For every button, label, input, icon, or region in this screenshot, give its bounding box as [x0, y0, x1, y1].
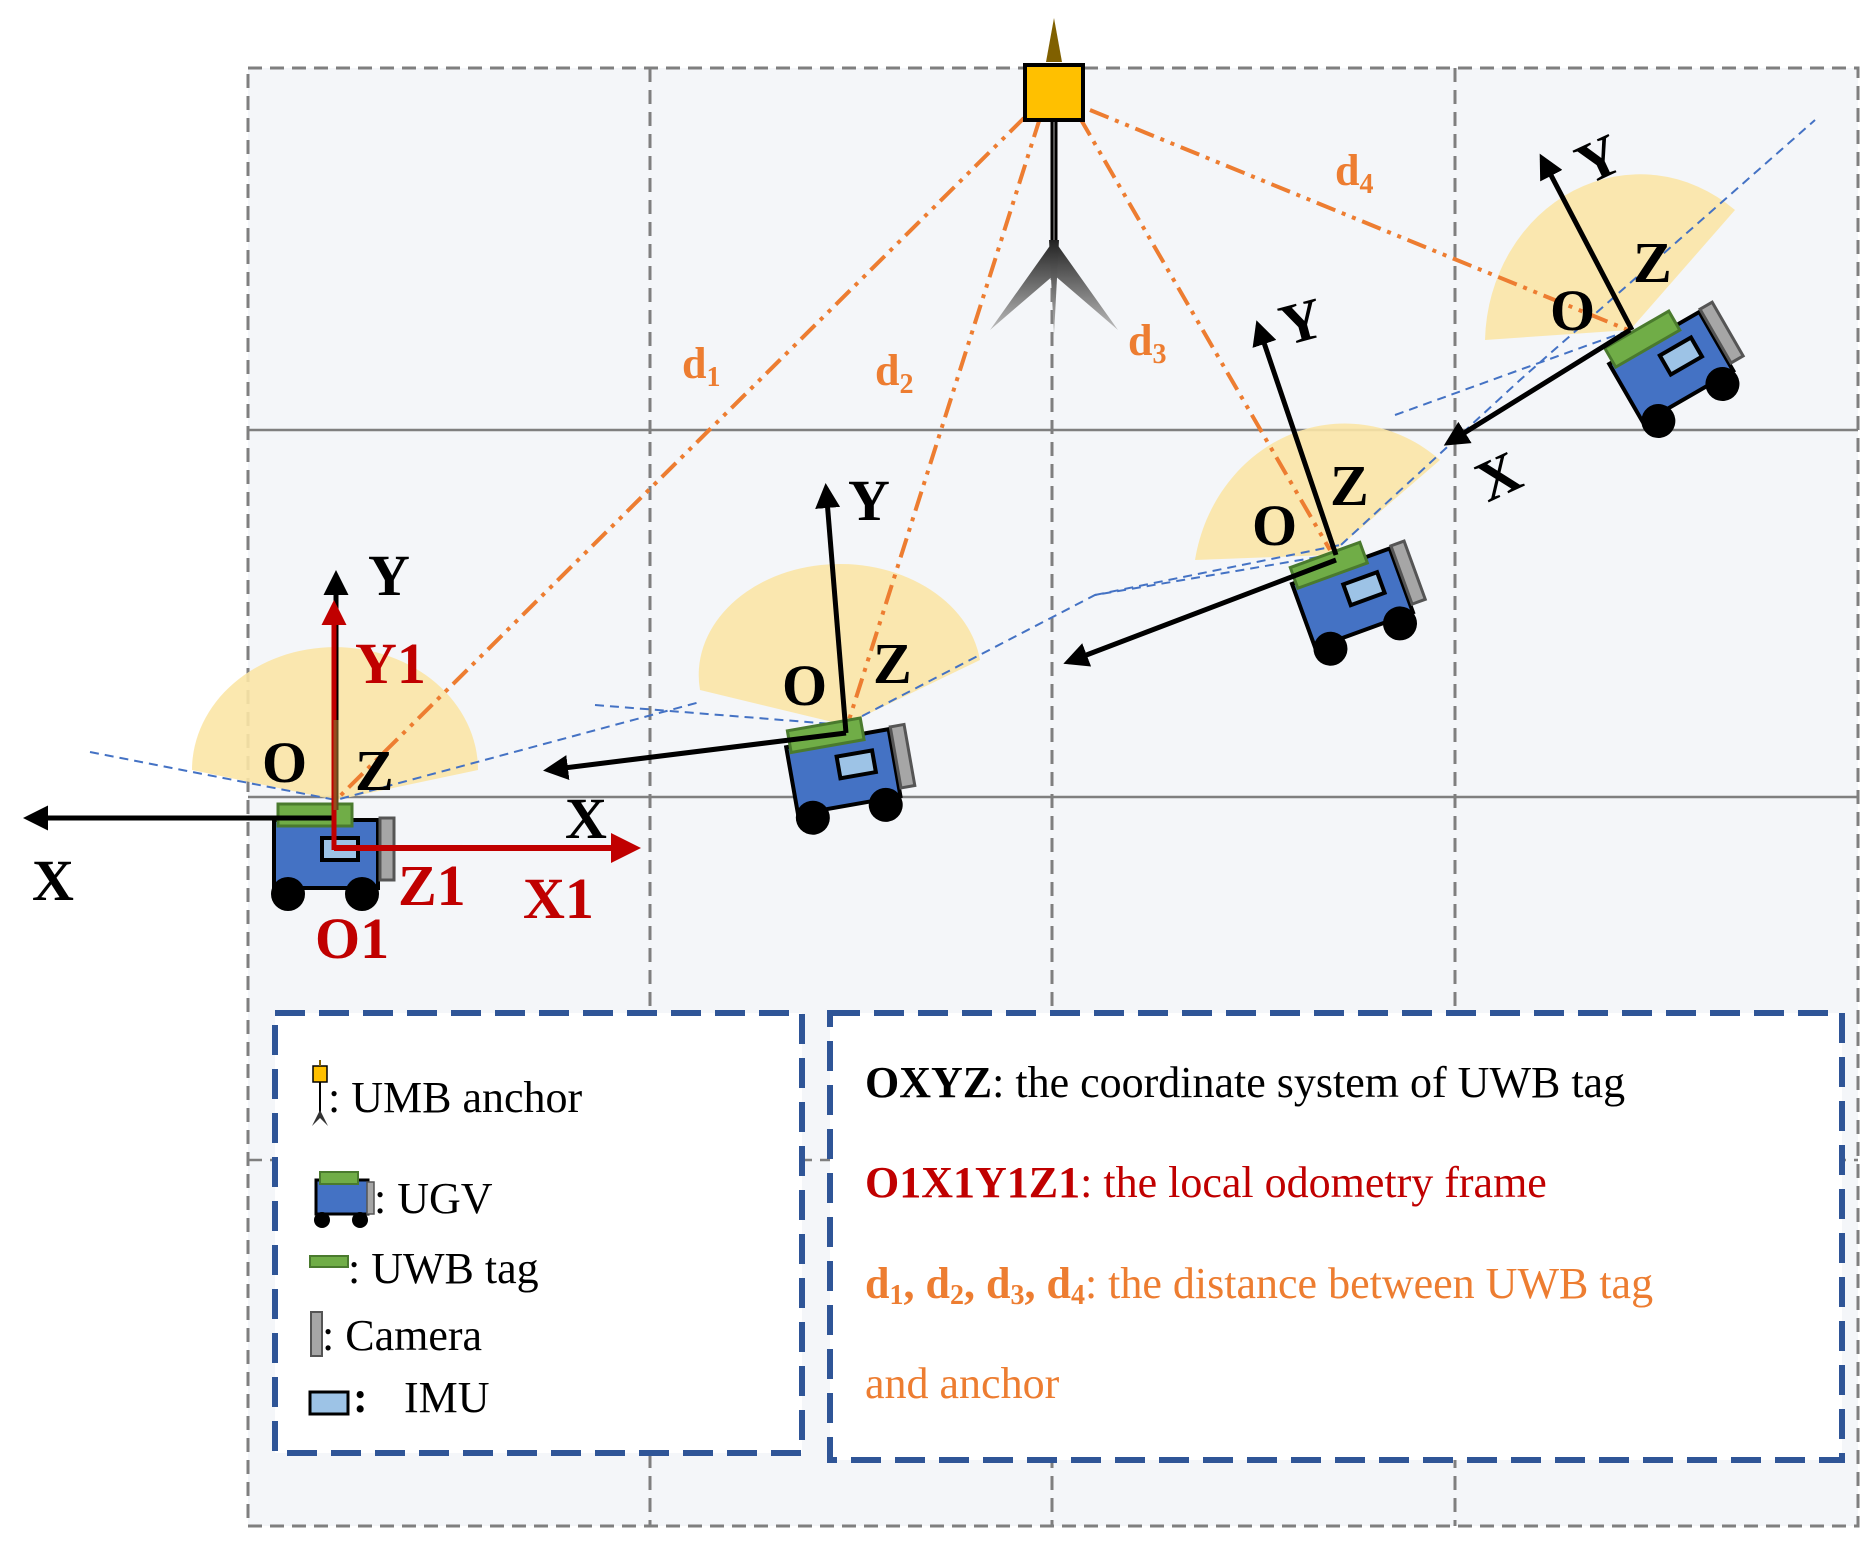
legend-box-symbols: [272, 1010, 805, 1456]
distance-labels: d1 d2 d3 d4: [682, 146, 1373, 400]
label-o-1: O: [262, 730, 307, 795]
legend-imu-colon: :: [353, 1373, 368, 1422]
ugv-robot-1: [23, 570, 641, 913]
definition-distance: d1, d2, d3, d4: the distance between UWB…: [865, 1259, 1653, 1311]
label-y-2: Y: [848, 468, 890, 533]
camera-legend-icon: [310, 1311, 323, 1357]
anchor-legend-icon: [312, 1060, 328, 1126]
label-o-3: O: [1252, 493, 1297, 558]
label-z-2: Z: [873, 631, 912, 696]
fov-edge-4: [1394, 329, 1631, 416]
fov-boundaries: [89, 119, 1816, 802]
distance-label-d4: d4: [1335, 146, 1373, 200]
label-z-1: Z: [355, 738, 394, 803]
distance-label-d1: d1: [682, 339, 720, 393]
distance-line-d2: [847, 117, 1042, 721]
fov-sector-3: [1195, 423, 1440, 560]
tag-axis-y-4: [1539, 153, 1635, 332]
uwb-tag-legend-icon: [309, 1255, 349, 1268]
definition-odometry: O1X1Y1Z1: the local odometry frame: [865, 1158, 1547, 1207]
label-x-1-right: X: [565, 786, 607, 851]
anchor-box: [1023, 63, 1085, 122]
legend-imu-label: IMU: [404, 1373, 490, 1422]
ugv-robot-3: [1063, 320, 1438, 673]
legend-uwb-tag-label: : UWB tag: [348, 1244, 539, 1293]
legend-definitions: OXYZ: the coordinate system of UWB tag O…: [827, 1010, 1845, 1463]
distance-label-d2: d2: [875, 346, 913, 400]
label-z-4: Z: [1633, 230, 1672, 295]
distance-line-d1: [334, 116, 1026, 802]
tag-axis-x-2: [543, 730, 847, 780]
uwb-anchor: [990, 18, 1118, 335]
legend-symbols: : UMB anchor : UGV : UWB tag : Camera : …: [272, 1010, 805, 1456]
fov-edge-5: [1329, 119, 1816, 556]
legend-box-definitions: [827, 1010, 1845, 1463]
definition-oxyz: OXYZ: the coordinate system of UWB tag: [865, 1058, 1625, 1107]
distance-line-d3: [1078, 116, 1332, 552]
tag-axis-y-2: [815, 483, 849, 734]
label-x-1-left: X: [32, 848, 74, 913]
fov-edge-2: [594, 554, 1331, 727]
legend-ugv-label: : UGV: [374, 1174, 493, 1223]
tag-axis-x-3: [1063, 557, 1337, 667]
label-y1: Y1: [355, 631, 426, 696]
label-x1: X1: [523, 866, 594, 931]
fov-edge-3: [1094, 544, 1341, 596]
label-o1: O1: [315, 906, 389, 971]
definition-distance-line2: and anchor: [865, 1359, 1060, 1408]
legend-camera-label: : Camera: [322, 1311, 482, 1360]
legend-anchor-label: : UMB anchor: [328, 1073, 583, 1122]
tag-axis-y-3: [1252, 320, 1339, 556]
ugv-legend-icon: [314, 1171, 375, 1228]
label-z-3: Z: [1330, 453, 1369, 518]
imu-legend-icon: [308, 1390, 350, 1416]
tag-axis-x-4: [1443, 327, 1632, 446]
label-o-4: O: [1550, 278, 1595, 343]
distance-label-d3: d3: [1128, 316, 1166, 370]
ugv-robot-4: [1443, 153, 1761, 447]
distance-lines: [334, 108, 1629, 802]
ugv-robot-2: [543, 483, 923, 840]
fov-edge-1: [89, 701, 701, 802]
label-z1: Z1: [398, 853, 466, 918]
label-o-2: O: [782, 653, 827, 718]
label-y-1: Y: [368, 543, 410, 608]
